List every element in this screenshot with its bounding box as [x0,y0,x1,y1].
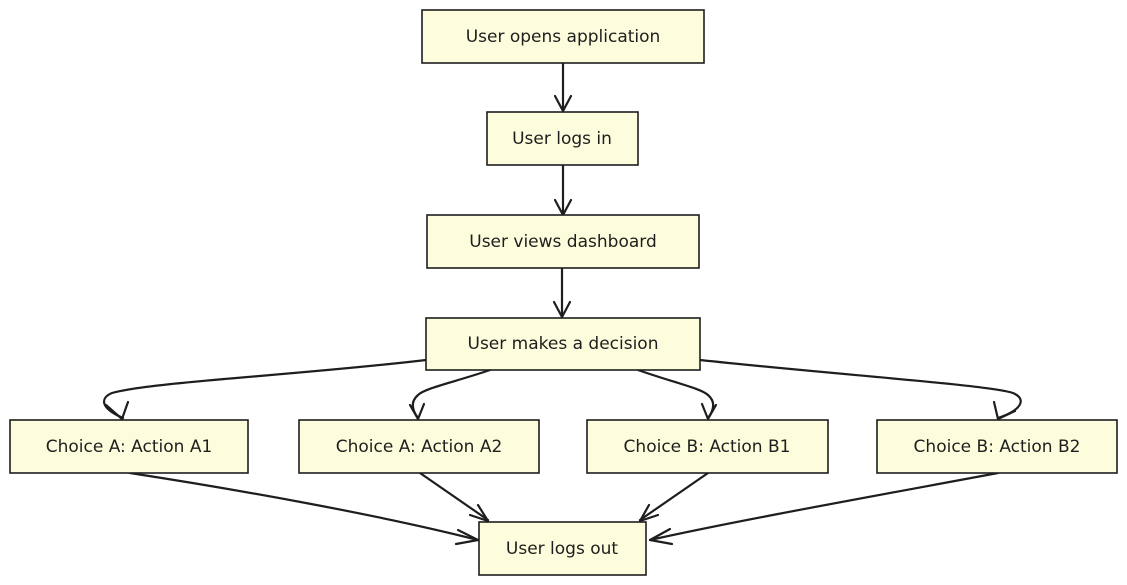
node-choice-b-action-b2: Choice B: Action B2 [876,419,1118,474]
node-user-opens-application: User opens application [421,9,705,64]
edge-dashboard-to-decision [552,266,572,319]
edge-b1-to-logout [638,471,710,523]
node-label: User views dashboard [469,232,657,252]
edge-line [411,368,492,420]
node-choice-a-action-a2: Choice A: Action A2 [298,419,540,474]
node-label: User logs out [506,539,619,559]
edge-line [418,471,490,522]
edge-line [648,471,1000,542]
node-label: Choice B: Action B1 [624,437,791,457]
node-label: Choice A: Action A1 [46,437,213,457]
node-label: Choice B: Action B2 [914,437,1081,457]
node-user-logs-out: User logs out [478,521,647,576]
edge-open-to-login [553,61,573,113]
arrowhead [648,527,674,546]
arrowhead [638,503,660,523]
edge-decision-to-a2 [408,368,492,421]
edge-b2-to-logout [648,471,1000,546]
edge-decision-to-a1 [103,358,428,421]
edge-line [638,471,710,522]
node-label: User logs in [512,129,612,149]
arrowhead [408,402,426,421]
edge-line [103,358,428,420]
arrowhead [552,300,572,319]
edge-line [128,471,480,542]
node-user-views-dashboard: User views dashboard [426,214,700,269]
edge-line [698,358,1022,420]
node-choice-a-action-a1: Choice A: Action A1 [9,419,249,474]
edge-a1-to-logout [128,471,480,546]
node-label: User opens application [466,27,661,47]
edge-line [636,368,715,420]
node-user-makes-a-decision: User makes a decision [425,317,701,371]
node-user-logs-in: User logs in [486,111,639,166]
arrowhead [992,400,1017,421]
edge-decision-to-b2 [698,358,1022,421]
edge-login-to-dashboard [553,163,573,217]
arrowhead [553,94,573,113]
arrowhead [104,400,130,421]
arrowhead [468,503,490,523]
arrowhead [454,528,480,546]
arrowhead [700,402,718,421]
edge-decision-to-b1 [636,368,718,421]
node-label: User makes a decision [468,334,659,354]
node-choice-b-action-b1: Choice B: Action B1 [586,419,829,474]
node-label: Choice A: Action A2 [336,437,503,457]
edge-a2-to-logout [418,471,490,523]
